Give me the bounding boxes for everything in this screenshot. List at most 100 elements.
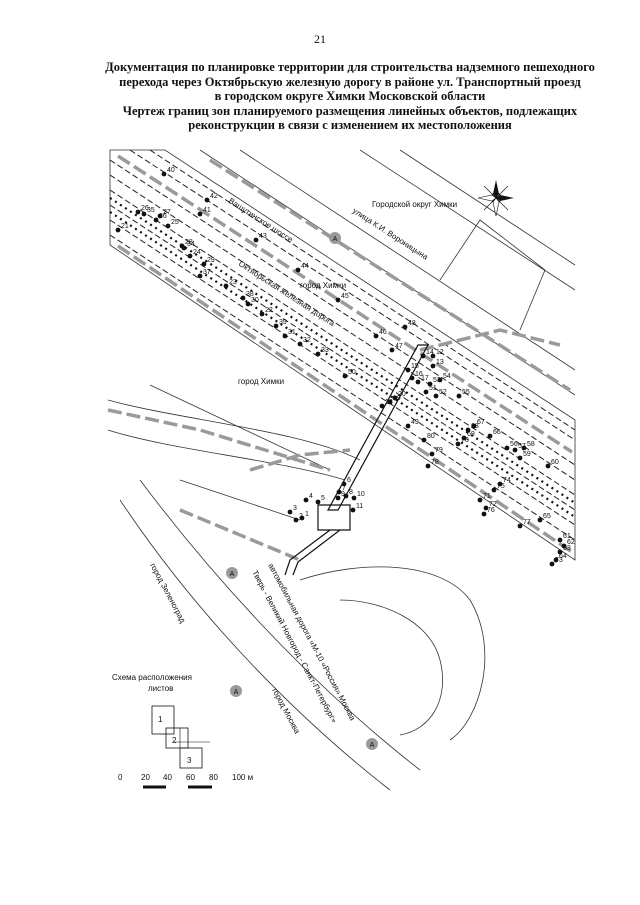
boundary-point-marker [409,375,415,381]
sheet-layout-inset: Схема расположения листов 1 2 3 [112,673,210,769]
boundary-point-label: 16 [415,371,423,378]
boundary-point-label: 56 [510,441,518,448]
boundary-point-61: 61 [557,533,571,543]
boundary-point-32: 32 [297,337,311,347]
boundary-point-label: 47 [395,343,403,350]
boundary-point-label: 32 [303,337,311,344]
boundary-point-78: 78 [425,459,439,469]
district-label: Городской округ Химки [372,200,457,209]
boundary-point-label: 80 [427,433,435,440]
boundary-point-49: 49 [405,419,419,429]
boundary-point-marker [461,435,467,441]
boundary-point-label: 1 [305,511,309,518]
boundary-point-label: 25 [171,219,179,226]
boundary-point-marker [165,223,171,229]
boundary-point-marker [315,499,321,505]
boundary-points: 1234567891011121314151617181920212223242… [115,167,575,567]
boundary-point-label: 30 [251,297,259,304]
boundary-point-label: 45 [341,293,349,300]
boundary-point-51: 51 [423,385,437,395]
boundary-point-15: 15 [405,363,419,373]
boundary-point-marker [293,517,299,523]
boundary-point-26: 26 [135,205,149,215]
boundary-point-label: 69 [467,431,475,438]
planning-boundary [107,154,573,562]
boundary-point-66: 66 [487,429,501,439]
boundary-point-68: 68 [465,423,479,433]
boundary-point-54: 54 [437,373,451,383]
boundary-point-marker [420,353,426,359]
boundary-point-marker [389,347,395,353]
boundary-point-65: 65 [537,513,551,523]
boundary-point-38: 38 [240,291,254,301]
boundary-point-marker [187,253,193,259]
boundary-point-40: 40 [161,167,175,177]
boundary-point-76: 76 [481,507,495,517]
boundary-point-63: 63 [557,545,571,555]
boundary-point-marker [405,367,411,373]
inset-title-line1: Схема расположения [112,673,192,682]
boundary-point-marker [342,373,348,379]
boundary-point-label: 65 [543,513,551,520]
boundary-point-marker [465,427,471,433]
boundary-point-marker [343,493,349,499]
boundary-point-label: 67 [477,419,485,426]
boundary-point-marker [253,237,259,243]
scale-tick-60: 60 [186,773,195,782]
boundary-point-12: 12 [430,349,444,359]
boundary-point-29: 29 [201,257,215,267]
boundary-point-marker [557,549,563,555]
road-sign-letter: А [370,742,375,749]
boundary-point-label: 34 [187,241,195,248]
boundary-point-label: 49 [411,419,419,426]
boundary-point-27: 27 [157,209,171,219]
boundary-point-label: 66 [493,429,501,436]
boundary-point-11: 11 [350,503,363,513]
boundary-point-label: 2 [299,513,303,520]
title-line-4: Чертеж границ зон планируемого размещени… [122,103,578,118]
boundary-point-label: 58 [527,441,535,448]
boundary-point-42: 42 [204,193,218,203]
boundary-point-marker [204,197,210,203]
title-line-1: Документация по планировке территории дл… [105,60,595,74]
compass-icon [477,180,514,217]
boundary-point-44: 44 [295,263,309,273]
boundary-point-marker [387,399,393,405]
boundary-point-label: 39 [279,319,287,326]
boundary-point-59: 59 [517,451,531,461]
boundary-point-57: 57 [512,443,526,453]
moscow-label: город Москва [270,687,302,736]
boundary-point-37: 37 [197,269,211,279]
boundary-point-label: 43 [259,233,267,240]
inset-title-line2: листов [148,684,173,693]
boundary-point-marker [282,333,288,339]
boundary-point-label: 7 [342,485,346,492]
boundary-point-marker [245,301,251,307]
road-sign-icon: А [230,685,242,697]
boundary-point-marker [553,557,559,563]
boundary-point-label: 9 [341,491,345,498]
boundary-point-marker [477,497,483,503]
boundary-point-label: 35 [147,207,155,214]
sheet-2-label: 2 [172,736,177,745]
boundary-point-label: 12 [436,349,444,356]
boundary-point-35: 35 [141,207,155,217]
boundary-point-marker [537,517,543,523]
boundary-point-marker [481,511,487,517]
boundary-point-label: 10 [357,491,365,498]
city-label-2: город Химки [238,377,284,386]
boundary-point-label: 72 [489,501,497,508]
boundary-point-74: 74 [497,477,511,487]
scale-tick-20: 20 [141,773,150,782]
boundary-point-label: 11 [356,503,363,510]
boundary-point-label: 42 [210,193,218,200]
boundary-point-marker [421,437,427,443]
pedestrian-bridge [284,344,430,576]
boundary-point-2: 2 [293,513,303,523]
boundary-point-24: 24 [187,249,201,259]
boundary-point-marker [351,495,357,501]
boundary-point-64: 64 [553,553,567,563]
boundary-point-marker [153,217,159,223]
document-title: Документация по планировке территории дл… [80,60,620,133]
boundary-point-label: 40 [167,167,175,174]
